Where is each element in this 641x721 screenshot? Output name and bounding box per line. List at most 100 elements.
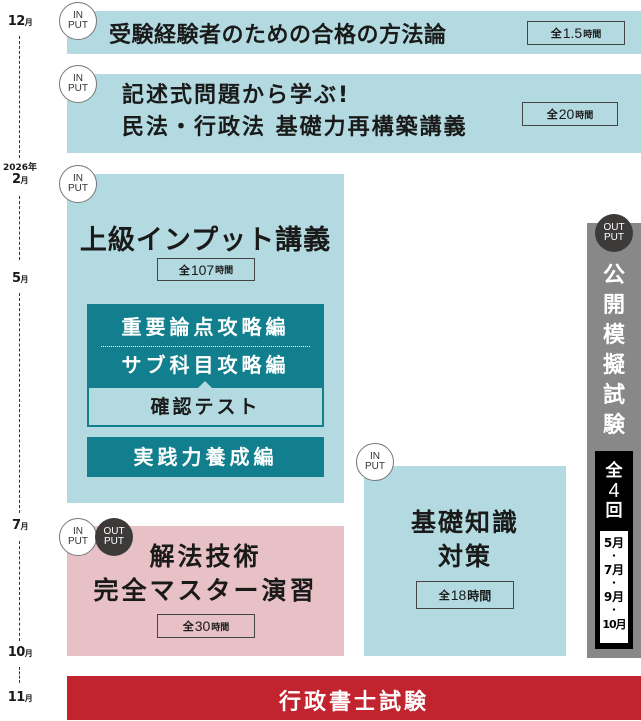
mock-exam-dates: 5月 ・ 7月 ・ 9月 ・ 10月 (600, 531, 628, 643)
badge-line: PUT (68, 536, 88, 547)
month-label-dec: 12月 (0, 14, 40, 29)
section-important-points[interactable]: 重要論点攻略編 (121, 315, 290, 339)
month-unit: 月 (24, 18, 33, 27)
badge-line: PUT (104, 536, 124, 547)
course-mock-exam[interactable]: 公 開 模 擬 試 験 全 4 回 5月 ・ 7月 ・ 9月 ・ 10月 (587, 223, 641, 658)
final-exam-banner[interactable]: 行政書士試験 (67, 676, 641, 720)
arrow-notch-icon (198, 381, 212, 388)
section-confirmation-test[interactable]: 確認テスト (87, 388, 324, 427)
timeline-dashed-line (19, 541, 20, 641)
hours-value: 30 (194, 618, 211, 634)
timeline-dashed-line (19, 293, 20, 513)
month-label-nov: 11月 (0, 690, 40, 705)
month-unit: 月 (20, 522, 29, 531)
hours-unit: 時間 (575, 110, 594, 121)
count-char: 回 (605, 501, 623, 521)
date-item: 10月 (602, 618, 626, 631)
badge-line: IN (73, 526, 83, 537)
badge-line: IN (73, 73, 83, 84)
title-char: 模 (602, 323, 625, 348)
year-label: 2026年 (2, 163, 38, 173)
month-label-feb: 2月 (0, 172, 40, 187)
timeline-dashed-line (19, 667, 20, 683)
month-number: 7 (11, 518, 21, 533)
badge-line: PUT (365, 461, 385, 472)
title-line: 完全マスター演習 (93, 576, 318, 605)
month-number: 10 (7, 645, 26, 660)
hours-unit: 時間 (211, 622, 230, 633)
title-char: 開 (602, 293, 625, 318)
mock-exam-title: 公 開 模 擬 試 験 (587, 261, 641, 441)
section-practical[interactable]: 実践力養成編 (87, 437, 324, 477)
title-line: 民法・行政法 基礎力再構築講義 (122, 115, 468, 140)
hours-unit: 時間 (467, 588, 492, 603)
month-label-may: 5月 (0, 271, 40, 286)
date-item: 7月 (603, 563, 625, 577)
date-separator: ・ (609, 605, 619, 616)
month-label-oct: 10月 (0, 645, 40, 660)
date-separator: ・ (609, 551, 619, 562)
title-char: 公 (602, 263, 625, 288)
badge-line: IN (73, 173, 83, 184)
month-number: 11 (7, 690, 26, 705)
course-title: 基礎知識 対策 (364, 506, 566, 574)
count-text: 全 4 回 (595, 451, 633, 521)
title-line: 記述式問題から学ぶ! (122, 83, 351, 108)
final-exam-title: 行政書士試験 (278, 690, 429, 715)
badge-line: IN (73, 10, 83, 21)
month-unit: 月 (20, 275, 29, 284)
hours-prefix: 全 (550, 27, 562, 40)
hours-value: 20 (558, 106, 575, 122)
date-separator: ・ (609, 578, 619, 589)
timeline-dashed-line (19, 196, 20, 260)
count-char: 4 (608, 480, 620, 502)
hours-prefix: 全 (182, 620, 194, 633)
hours-unit: 時間 (215, 266, 234, 276)
month-unit: 月 (20, 176, 29, 185)
title-line: 基礎知識 (410, 508, 519, 537)
course-title: 上級インプット講義 (79, 225, 332, 256)
title-line: 解法技術 (149, 542, 262, 571)
date-item: 9月 (603, 590, 625, 604)
month-number: 12 (7, 14, 26, 29)
badge-line: PUT (68, 183, 88, 194)
timeline-dashed-line (19, 36, 20, 158)
badge-line: PUT (604, 232, 624, 243)
count-char: 全 (605, 461, 623, 481)
course-title: 解法技術 完全マスター演習 (67, 540, 344, 608)
month-number: 2 (11, 172, 21, 187)
title-char: 擬 (602, 353, 625, 378)
hours-unit: 時間 (583, 29, 602, 40)
hours-prefix: 全 (438, 589, 450, 602)
title-char: 験 (602, 413, 625, 438)
course-title: 記述式問題から学ぶ! 民法・行政法 基礎力再構築講義 (122, 80, 468, 144)
badge-line: IN (370, 451, 380, 462)
hours-value: 107 (190, 261, 215, 278)
section-divider (101, 346, 310, 347)
month-label-jul: 7月 (0, 518, 40, 533)
section-sub-subjects[interactable]: サブ科目攻略編 (121, 353, 290, 377)
badge-line: PUT (68, 83, 88, 94)
hours-value: 18 (450, 587, 467, 603)
hours-prefix: 全 (178, 263, 190, 277)
badge-line: PUT (68, 20, 88, 31)
badge-line: OUT (603, 222, 625, 233)
hours-prefix: 全 (546, 108, 558, 121)
month-unit: 月 (24, 649, 33, 658)
